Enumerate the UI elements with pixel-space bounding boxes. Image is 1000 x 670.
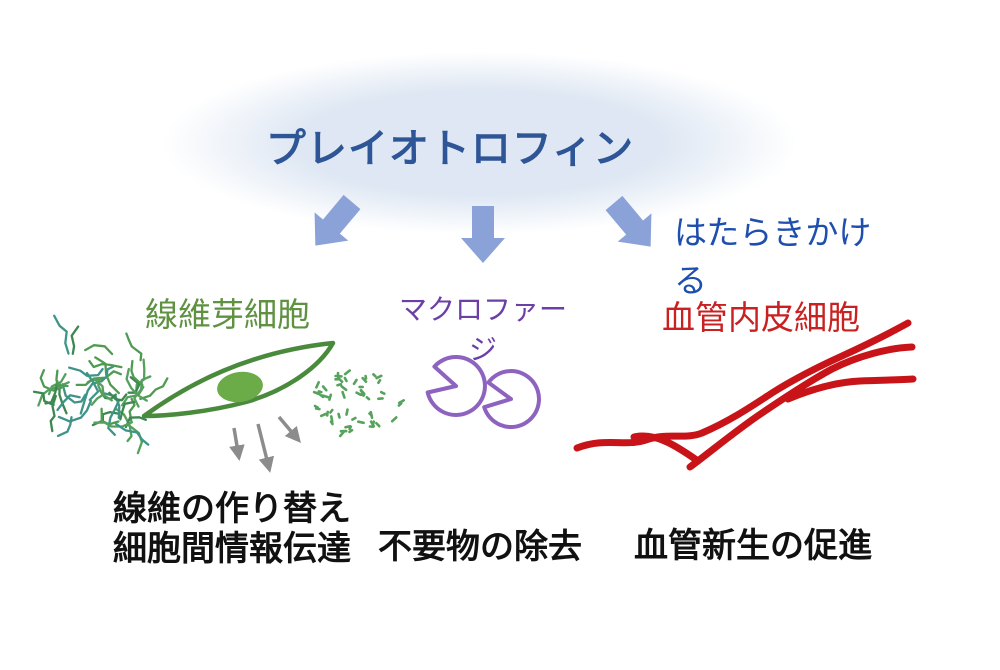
down-arrow-icon — [461, 206, 505, 263]
collagen-fiber — [90, 377, 105, 406]
collagen-fiber — [119, 400, 137, 421]
collagen-fragment — [369, 420, 376, 428]
collagen-fragment — [344, 424, 352, 429]
macrophage-cell-left — [425, 355, 487, 417]
collagen-fiber — [108, 391, 128, 402]
collagen-fiber — [32, 390, 55, 407]
collagen-fragment — [328, 393, 333, 401]
collagen-fragment — [337, 376, 344, 384]
collagen-fragment — [397, 399, 405, 405]
collagen-fragment — [361, 376, 368, 383]
fibroblast-nucleus — [217, 371, 263, 403]
collagen-fragment — [319, 393, 325, 399]
collagen-fragments-drawing — [312, 369, 405, 438]
down-right-arrow-icon — [605, 195, 652, 247]
collagen-fragment — [312, 390, 321, 396]
collagen-fragment — [345, 408, 349, 416]
collagen-fragment — [337, 412, 341, 419]
collagen-fiber — [53, 314, 70, 355]
collagen-fragment — [379, 390, 386, 395]
collagen-fragment — [330, 415, 334, 423]
collagen-fragment — [343, 376, 348, 383]
effect-line: 線維の作り替え — [113, 490, 351, 528]
collagen-fiber — [133, 375, 152, 408]
collagen-fragment — [343, 369, 351, 376]
fibroblast-cell-drawing — [141, 340, 336, 419]
collagen-fiber — [57, 399, 93, 423]
collagen-fiber — [49, 394, 57, 433]
collagen-fragment — [319, 412, 327, 418]
secretion-arrows-group — [229, 415, 301, 473]
collagen-fragment — [365, 396, 371, 401]
collagen-fragment — [313, 404, 319, 409]
collagen-fiber — [130, 359, 144, 387]
acting-arrows-group — [314, 194, 652, 263]
collagen-fiber — [88, 359, 123, 369]
collagen-fiber — [139, 377, 169, 401]
collagen-fragment — [377, 378, 382, 385]
collagen-fragment — [321, 385, 328, 392]
diagram-title: プレイオトロフィン — [265, 127, 635, 171]
vessel-right-branch — [784, 375, 917, 403]
macrophage-label: マクロファージ — [398, 294, 567, 365]
collagen-fragment — [348, 428, 354, 434]
collagen-fragment — [340, 385, 348, 392]
collagen-fragment — [372, 373, 377, 378]
collagen-fiber — [70, 325, 80, 355]
effect-line: 細胞間情報伝達 — [113, 530, 351, 568]
secretion-arrow-icon — [277, 415, 301, 444]
collagen-fragment — [325, 410, 329, 417]
macrophage-cell-right — [482, 369, 541, 430]
collagen-fiber — [85, 371, 100, 402]
collagen-fiber — [125, 367, 148, 402]
collagen-fragment — [355, 391, 362, 397]
collagen-fiber — [56, 416, 73, 438]
down-left-arrow-icon — [314, 194, 361, 246]
vessel-steep-branch — [686, 343, 916, 471]
collagen-fragment — [317, 390, 323, 394]
collagen-fragment — [359, 388, 366, 395]
collagen-fiber — [56, 394, 81, 412]
collagen-fragment — [315, 381, 320, 389]
collagen-fragment — [368, 412, 373, 417]
collagen-fragment — [348, 425, 353, 431]
fibroblast-label: 線維芽細胞 — [145, 296, 310, 333]
endothelial-label: 血管内皮細胞 — [662, 299, 860, 336]
collagen-fiber — [127, 376, 141, 394]
collagen-fiber — [125, 332, 143, 362]
collagen-fiber — [93, 421, 134, 428]
collagen-fragment — [375, 421, 381, 428]
collagen-fragment — [375, 374, 383, 380]
fibroblast-effects: 線維の作り替え 細胞間情報伝達 — [86, 489, 378, 569]
collagen-fiber — [100, 365, 115, 383]
vessel-lower-left-branch — [630, 432, 702, 465]
collagen-fragment — [352, 378, 358, 386]
vessel-main-branch — [573, 319, 912, 452]
secretion-arrow-icon — [229, 427, 245, 462]
collagen-fiber — [68, 366, 104, 377]
collagen-fragment — [390, 416, 398, 423]
blood-vessel-drawing — [573, 319, 917, 471]
collagen-fiber — [61, 383, 87, 404]
collagen-fragment — [314, 407, 321, 411]
collagen-fiber — [84, 344, 114, 356]
collagen-fragment — [351, 416, 357, 421]
endothelial-effect: 血管新生の促進 — [634, 527, 872, 565]
collagen-fragment — [329, 408, 334, 414]
action-label: はたらきかける — [674, 214, 872, 299]
secretion-arrow-icon — [256, 423, 275, 473]
collagen-fragment — [338, 430, 345, 438]
collagen-mesh-drawing — [32, 314, 169, 455]
collagen-fragment — [357, 420, 365, 425]
collagen-fiber — [124, 416, 147, 429]
collagen-fragment — [397, 402, 403, 407]
collagen-fiber — [55, 369, 69, 388]
collagen-fragment — [336, 382, 343, 387]
collagen-fragment — [341, 390, 346, 399]
macrophage-cells-drawing — [425, 355, 541, 430]
macrophage-effect: 不要物の除去 — [378, 528, 582, 566]
collagen-fiber — [114, 422, 150, 446]
collagen-fiber — [107, 399, 121, 436]
